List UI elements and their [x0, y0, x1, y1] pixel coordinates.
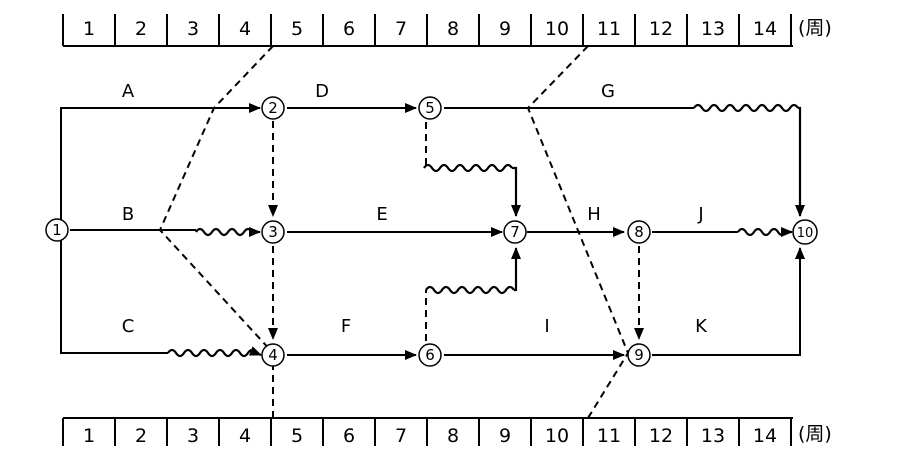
- node-2-circle: [261, 96, 285, 120]
- wavy-line-G: [693, 103, 799, 113]
- bottom-week-number-12: 12: [649, 425, 673, 447]
- node-4-circle: [261, 343, 285, 367]
- bottom-week-number-8: 8: [447, 425, 459, 447]
- top-week-number-1: 1: [83, 18, 95, 40]
- node-6: 6: [418, 343, 442, 367]
- bottom-week-number-11: 11: [597, 425, 621, 447]
- top-week-number-8: 8: [447, 18, 459, 40]
- activity-label-H: H: [587, 204, 601, 225]
- bottom-week-number-9: 9: [499, 425, 511, 447]
- node-1-circle: [45, 218, 69, 242]
- activity-label-D: D: [315, 81, 329, 102]
- bottom-week-number-3: 3: [187, 425, 199, 447]
- wavy-line-6-7-arrow: [511, 247, 521, 292]
- node-7-label: 7: [510, 223, 520, 241]
- node-5-circle: [418, 96, 442, 120]
- node-2: 2: [261, 96, 285, 120]
- node-4-label: 4: [268, 346, 278, 364]
- node-6-circle: [418, 343, 442, 367]
- bottom-week-number-14: 14: [753, 425, 777, 447]
- wavy-line-C: [167, 348, 257, 358]
- event-nodes: 1 2 3 4 5 6 7 8: [45, 96, 818, 367]
- node-5: 5: [418, 96, 442, 120]
- bottom-week-number-2: 2: [135, 425, 147, 447]
- activity-arrows: [60, 103, 805, 360]
- node-5-label: 5: [425, 99, 435, 117]
- wavy-line-C-arrow: [248, 346, 262, 357]
- wavy-line-J: [737, 227, 787, 237]
- activity-arrow-K: [652, 247, 805, 356]
- activity-labels: A B C D E F G H I J K: [122, 81, 708, 337]
- node-3-circle: [261, 220, 285, 244]
- node-2-label: 2: [268, 99, 278, 117]
- activity-label-G: G: [601, 81, 615, 102]
- node-6-label: 6: [425, 346, 435, 364]
- top-week-number-10: 10: [545, 18, 569, 40]
- top-week-number-4: 4: [239, 18, 251, 40]
- top-week-number-2: 2: [135, 18, 147, 40]
- node-8-label: 8: [634, 223, 644, 241]
- top-week-number-9: 9: [499, 18, 511, 40]
- bottom-week-number-6: 6: [343, 425, 355, 447]
- top-week-number-14: 14: [753, 18, 777, 40]
- node-9-label: 9: [634, 346, 644, 364]
- node-1-label: 1: [52, 221, 62, 239]
- bottom-week-number-7: 7: [395, 425, 407, 447]
- bottom-scale-ticks: [62, 418, 792, 446]
- bottom-week-number-1: 1: [83, 425, 95, 447]
- bottom-unit-label: (周): [798, 423, 832, 445]
- activity-arrow-C: [60, 239, 168, 354]
- top-week-number-5: 5: [291, 18, 303, 40]
- wavy-line-6-7: [425, 285, 515, 295]
- node-9-circle: [627, 343, 651, 367]
- node-4: 4: [261, 343, 285, 367]
- top-unit-label: (周): [798, 17, 832, 39]
- free-float-wavy-lines: [167, 103, 805, 358]
- node-10-circle: [792, 219, 818, 245]
- node-1: 1: [45, 218, 69, 242]
- check-line-week-10: [526, 45, 630, 419]
- node-10-label: 10: [797, 226, 814, 241]
- wavy-line-B: [195, 227, 253, 237]
- wavy-line-5-7-arrow: [511, 166, 521, 217]
- bottom-week-number-10: 10: [545, 425, 569, 447]
- bottom-week-number-4: 4: [239, 425, 251, 447]
- top-week-number-12: 12: [649, 18, 673, 40]
- activity-label-F: F: [341, 316, 351, 337]
- activity-label-I: I: [544, 316, 549, 337]
- top-week-number-3: 3: [187, 18, 199, 40]
- activity-label-C: C: [122, 316, 135, 337]
- node-8: 8: [627, 220, 651, 244]
- top-week-number-13: 13: [701, 18, 725, 40]
- top-week-number-11: 11: [597, 18, 621, 40]
- dummy-activities: [268, 121, 644, 341]
- node-3: 3: [261, 220, 285, 244]
- activity-label-A: A: [122, 81, 135, 102]
- node-7-circle: [503, 220, 527, 244]
- node-10: 10: [792, 219, 818, 245]
- node-8-circle: [627, 220, 651, 244]
- node-3-label: 3: [268, 223, 278, 241]
- top-week-number-7: 7: [395, 18, 407, 40]
- node-7: 7: [503, 220, 527, 244]
- wavy-line-G-arrow: [795, 106, 805, 217]
- node-9: 9: [627, 343, 651, 367]
- activity-label-J: J: [697, 204, 703, 225]
- bottom-week-number-13: 13: [701, 425, 725, 447]
- bottom-week-number-5: 5: [291, 425, 303, 447]
- wavy-line-5-7: [423, 163, 513, 173]
- top-week-number-6: 6: [343, 18, 355, 40]
- activity-label-K: K: [695, 316, 708, 337]
- activity-label-E: E: [376, 204, 387, 225]
- activity-label-B: B: [122, 204, 134, 225]
- top-scale-ticks: [62, 14, 792, 46]
- activity-arrow-A: [60, 103, 261, 221]
